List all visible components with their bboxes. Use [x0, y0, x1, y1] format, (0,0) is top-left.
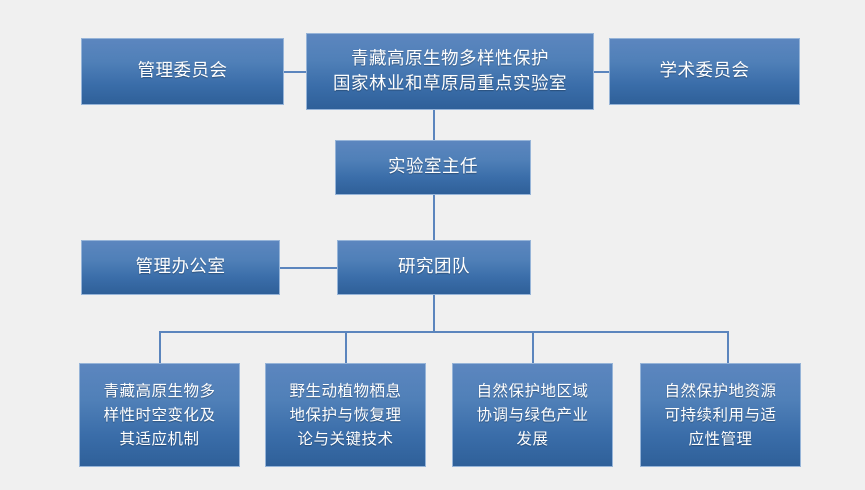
- node-management-committee[interactable]: 管理委员会: [81, 38, 284, 105]
- connector-admin-office-to-research-team: [280, 267, 337, 269]
- node-team-2-label: 野生动植物栖息 地保护与恢复理 论与关键技术: [289, 381, 402, 448]
- connector-director-to-research-team: [433, 194, 435, 240]
- connector-drop-team-1: [159, 331, 161, 363]
- node-team-3-label: 自然保护地区域 协调与绿色产业 发展: [476, 381, 589, 448]
- node-team-4[interactable]: 自然保护地资源 可持续利用与适 应性管理: [640, 363, 801, 467]
- node-key-laboratory[interactable]: 青藏高原生物多样性保护 国家林业和草原局重点实验室: [306, 33, 594, 110]
- node-laboratory-director[interactable]: 实验室主任: [335, 140, 531, 195]
- connector-distribution-bar: [159, 331, 728, 333]
- node-laboratory-director-label: 实验室主任: [388, 157, 478, 178]
- node-admin-office-label: 管理办公室: [135, 257, 226, 278]
- connector-drop-team-2: [345, 331, 347, 363]
- node-team-2[interactable]: 野生动植物栖息 地保护与恢复理 论与关键技术: [265, 363, 426, 467]
- connector-drop-team-4: [727, 331, 729, 363]
- connector-center-to-director: [433, 110, 435, 141]
- node-key-laboratory-label: 青藏高原生物多样性保护 国家林业和草原局重点实验室: [333, 48, 567, 94]
- connector-center-to-right-top: [593, 71, 609, 73]
- node-team-4-label: 自然保护地资源 可持续利用与适 应性管理: [664, 381, 777, 448]
- node-research-team-label: 研究团队: [398, 257, 470, 278]
- node-academic-committee[interactable]: 学术委员会: [609, 38, 800, 105]
- node-management-committee-label: 管理委员会: [137, 61, 228, 82]
- connector-research-team-down: [433, 295, 435, 332]
- connector-left-top-to-center: [283, 71, 307, 73]
- node-research-team[interactable]: 研究团队: [337, 240, 531, 295]
- node-academic-committee-label: 学术委员会: [659, 61, 750, 82]
- node-admin-office[interactable]: 管理办公室: [81, 240, 280, 295]
- node-team-3[interactable]: 自然保护地区域 协调与绿色产业 发展: [452, 363, 613, 467]
- connector-drop-team-3: [532, 331, 534, 363]
- node-team-1[interactable]: 青藏高原生物多 样性时空变化及 其适应机制: [79, 363, 240, 467]
- node-team-1-label: 青藏高原生物多 样性时空变化及 其适应机制: [103, 381, 216, 448]
